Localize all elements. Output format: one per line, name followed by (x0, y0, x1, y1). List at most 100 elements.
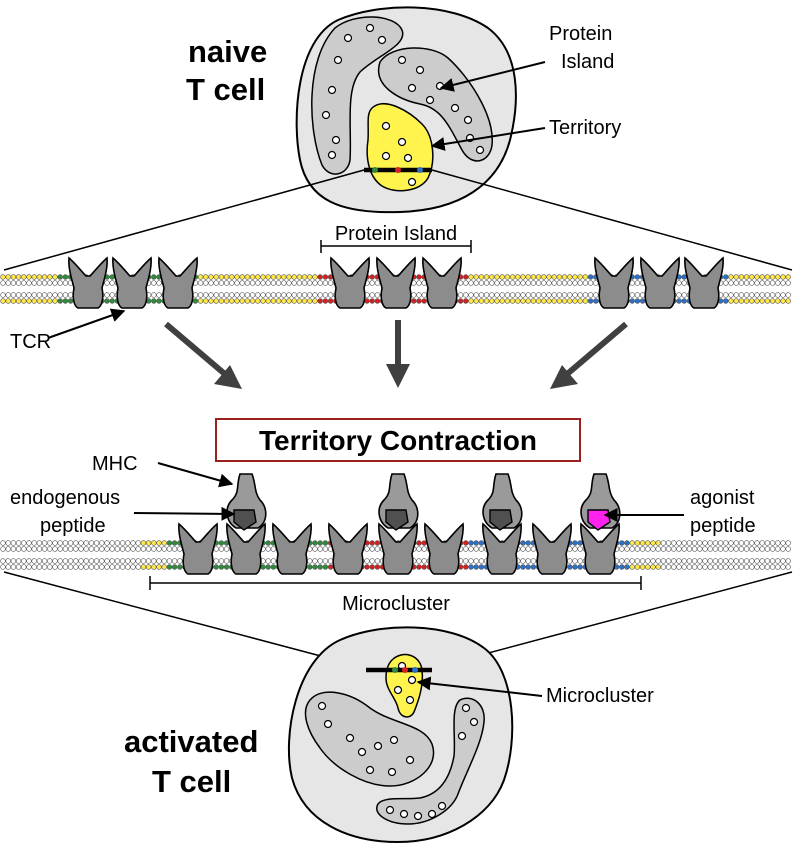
lipid-head (619, 564, 625, 570)
lipid-head (26, 298, 32, 304)
lipid-head (5, 292, 11, 298)
territory-pointer (430, 127, 546, 151)
lipid-head (99, 540, 105, 546)
lipid-head (369, 540, 375, 546)
lipid-head (161, 540, 167, 546)
lipid-head (478, 298, 485, 304)
lipid-head (676, 546, 682, 552)
lipid-head (229, 274, 235, 280)
lipid-head (785, 546, 791, 552)
lipid-head (369, 280, 375, 286)
lipid-head (31, 564, 37, 570)
lipid-head (57, 292, 63, 298)
lipid-head (416, 564, 422, 570)
lipid-head (733, 298, 739, 304)
tcr-receptor (684, 256, 724, 309)
lipid-head (525, 274, 531, 280)
lipid-head (717, 546, 724, 552)
tcr-receptor (594, 256, 634, 309)
lipid-head (26, 564, 32, 570)
lipid-head (691, 558, 698, 564)
lipid-head (759, 274, 765, 280)
lipid-head (416, 292, 422, 298)
lipid-head (530, 558, 537, 564)
lipid-head (125, 546, 131, 552)
lipid-head (639, 564, 646, 570)
lipid-head (10, 564, 17, 570)
lipid-head (707, 558, 713, 564)
lipid-head (759, 540, 765, 546)
lipid-head (130, 540, 136, 546)
lipid-head (733, 274, 739, 280)
membrane-protein-island-label: Protein Island (335, 223, 457, 245)
lipid-head (41, 292, 48, 298)
lipid-head (10, 298, 17, 304)
lipid-head (5, 540, 11, 546)
naive-cell (295, 6, 517, 214)
lipid-head (733, 564, 739, 570)
mhc-label: MHC (92, 453, 138, 475)
lipid-head (307, 564, 313, 570)
lipid-head (213, 274, 219, 280)
lipid-head (769, 546, 776, 552)
lipid-head (691, 540, 698, 546)
lipid-head (327, 292, 334, 298)
lipid-head (62, 564, 69, 570)
lipid-head (369, 564, 375, 570)
lipid-head (577, 564, 583, 570)
lipid-head (691, 546, 698, 552)
lipid-head (686, 558, 693, 564)
lipid-head (229, 298, 235, 304)
lipid-head (31, 558, 37, 564)
lipid-head (546, 298, 552, 304)
lipid-head (327, 298, 334, 304)
lipid-head (567, 292, 573, 298)
lipid-head (671, 558, 677, 564)
zoom-line-left (3, 169, 365, 271)
lipid-head (140, 540, 147, 546)
lipid-head (561, 274, 568, 280)
lipid-head (208, 280, 214, 286)
lipid-head (47, 558, 53, 564)
tcr-receptor (376, 256, 416, 309)
lipid-head (416, 298, 422, 304)
lipid-head (520, 298, 526, 304)
lipid-head (671, 540, 677, 546)
lipid-head (743, 558, 750, 564)
lipid-head (769, 280, 776, 286)
lipid-head (234, 292, 240, 298)
lipid-head (151, 540, 157, 546)
lipid-head (10, 280, 17, 286)
lipid-head (109, 298, 115, 304)
lipid-head (104, 280, 110, 286)
lipid-head (681, 292, 687, 298)
protein-island-shape (311, 16, 404, 175)
lipid-head (322, 564, 329, 570)
lipid-head (567, 280, 573, 286)
lipid-head (78, 540, 84, 546)
bottom-microcluster-label: Microcluster (546, 685, 654, 707)
lipid-head (785, 280, 791, 286)
lipid-head (119, 540, 126, 546)
lipid-head (499, 280, 505, 286)
lipid-head (109, 292, 115, 298)
lipid-head (489, 292, 495, 298)
lipid-head (52, 558, 58, 564)
lipid-head (489, 298, 495, 304)
lipid-head (785, 564, 791, 570)
lipid-head (515, 280, 521, 286)
lipid-head (738, 564, 745, 570)
lipid-head (265, 298, 271, 304)
territory-label: Territory (549, 117, 621, 139)
lipid-head (577, 298, 583, 304)
lipid-head (775, 540, 781, 546)
naive-label-line1: naive (188, 34, 267, 69)
lipid-head (57, 564, 63, 570)
lipid-head (561, 280, 568, 286)
lipid-head (733, 292, 739, 298)
lipid-head (499, 292, 505, 298)
lipid-head (489, 274, 495, 280)
lipid-head (21, 274, 27, 280)
lipid-head (738, 546, 745, 552)
lipid-head (218, 540, 225, 546)
